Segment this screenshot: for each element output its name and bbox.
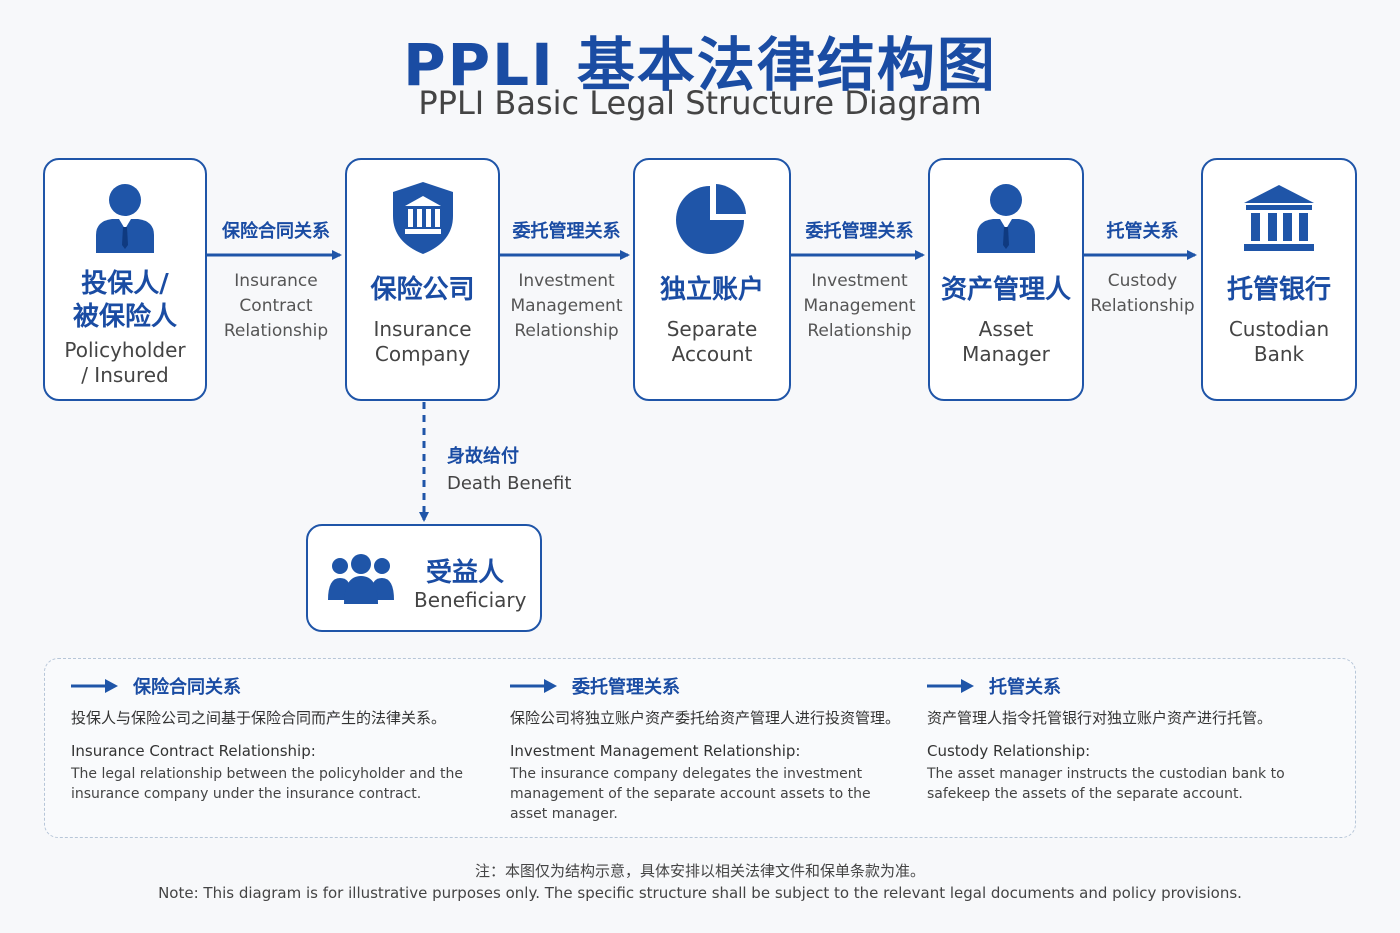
legend-desc-en: The legal relationship between the polic…: [71, 766, 463, 802]
bank-icon: [1242, 182, 1316, 254]
legend-title: 保险合同关系: [133, 677, 241, 698]
arrow-right-icon: [510, 679, 557, 693]
node-label-en: Separate Account: [666, 317, 758, 366]
footnote-en: Note: This diagram is for illustrative p…: [158, 884, 1242, 902]
node-label-cn: 独立账户: [659, 275, 764, 305]
relation-death-benefit-cn: 身故给付: [447, 446, 519, 467]
node-label-cn: 托管银行: [1226, 275, 1331, 305]
relation-investment-management-1: 委托管理关系 Investment Management Relationshi…: [510, 221, 623, 341]
legend-title: 托管关系: [989, 677, 1061, 698]
legend-item-custody: 托管关系 资产管理人指令托管银行对独立账户资产进行托管。 Custody Rel…: [927, 673, 1327, 804]
person-icon: [975, 182, 1037, 254]
legend-title-en: Insurance Contract Relationship:: [71, 742, 316, 760]
arrow-right-icon: [71, 679, 118, 693]
node-asset-manager: 资产管理人 Asset Manager: [928, 158, 1084, 401]
legend-title-en: Investment Management Relationship:: [510, 742, 801, 760]
node-custodian-bank: 托管银行 Custodian Bank: [1201, 158, 1357, 401]
legend-item-insurance-contract: 保险合同关系 投保人与保险公司之间基于保险合同而产生的法律关系。 Insuran…: [71, 673, 471, 804]
node-label-en: Custodian Bank: [1228, 317, 1330, 366]
legend-desc-cn: 资产管理人指令托管银行对独立账户资产进行托管。: [927, 709, 1273, 727]
node-label-en: Policyholder / Insured: [64, 338, 186, 387]
shield-bank-icon: [391, 182, 455, 254]
node-label-en: Asset Manager: [962, 317, 1050, 366]
arrow-right-icon: [927, 679, 974, 693]
node-label-cn: 保险公司: [370, 275, 475, 305]
node-label-cn: 资产管理人: [940, 275, 1071, 305]
page-title: PPLI 基本法律结构图: [403, 31, 997, 99]
node-label-cn: 投保人/ 被保险人: [72, 269, 177, 332]
node-separate-account: 独立账户 Separate Account: [633, 158, 791, 401]
legend-desc-cn: 保险公司将独立账户资产委托给资产管理人进行投资管理。: [510, 709, 901, 727]
legend-title: 委托管理关系: [572, 677, 680, 698]
legend-panel: 保险合同关系 投保人与保险公司之间基于保险合同而产生的法律关系。 Insuran…: [44, 658, 1356, 838]
footnote-cn: 注：本图仅为结构示意，具体安排以相关法律文件和保单条款为准。: [474, 862, 925, 880]
group-icon: [328, 554, 394, 610]
page-subtitle: PPLI Basic Legal Structure Diagram: [418, 84, 982, 122]
node-beneficiary: 受益人 Beneficiary: [306, 524, 542, 632]
relation-insurance-contract: 保险合同关系 Insurance Contract Relationship: [222, 221, 330, 341]
pie-chart-icon: [676, 182, 748, 254]
node-insurance-company: 保险公司 Insurance Company: [345, 158, 500, 401]
node-label-en: Insurance Company: [373, 317, 472, 366]
legend-desc-en: The insurance company delegates the inve…: [510, 766, 871, 822]
node-policyholder: 投保人/ 被保险人 Policyholder / Insured: [43, 158, 207, 401]
relation-death-benefit-en: Death Benefit: [447, 473, 572, 494]
node-label-en: Beneficiary: [414, 588, 527, 612]
relation-investment-management-2: 委托管理关系 Investment Management Relationshi…: [803, 221, 916, 341]
legend-desc-cn: 投保人与保险公司之间基于保险合同而产生的法律关系。: [71, 709, 447, 727]
legend-desc-en: The asset manager instructs the custodia…: [927, 766, 1285, 802]
person-icon: [94, 182, 156, 254]
node-label-cn: 受益人: [426, 558, 505, 588]
legend-title-en: Custody Relationship:: [927, 742, 1091, 760]
relation-custody: 托管关系 Custody Relationship: [1090, 221, 1195, 316]
legend-item-investment-management: 委托管理关系 保险公司将独立账户资产委托给资产管理人进行投资管理。 Invest…: [510, 673, 910, 824]
